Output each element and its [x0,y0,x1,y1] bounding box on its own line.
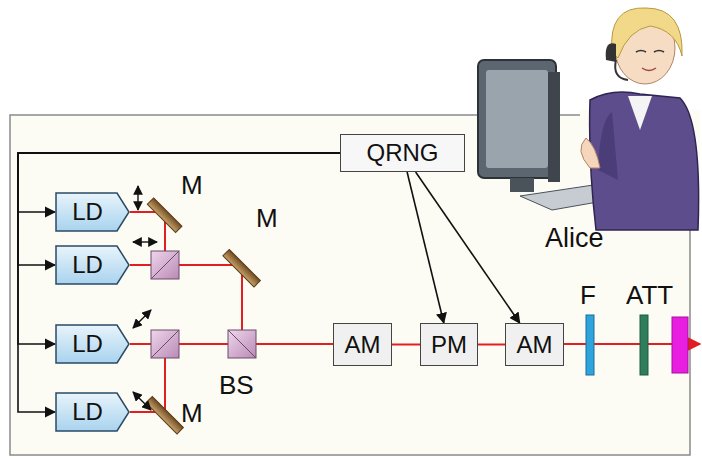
optical-beam [478,344,505,346]
modulator-box: AM [505,323,564,366]
node-text: LD [72,200,113,224]
control-line [18,153,340,412]
part-label: M [181,400,203,426]
node-text: LD [72,332,113,356]
rng-box: QRNG [340,134,465,172]
laser-diode: LD [55,324,130,364]
node-text: PM [431,333,467,357]
laser-diode: LD [55,192,130,232]
laser-diode: LD [55,245,130,285]
control-line [416,172,520,323]
filter-plate [586,315,594,375]
node-text: LD [72,400,113,424]
part-label: F [580,282,596,308]
optical-beam [392,344,420,346]
node-text: AM [345,333,381,357]
adjustment-arrows [133,186,157,410]
housing [10,115,690,455]
part-label: M [256,205,278,231]
attenuator-plate [640,315,648,375]
laser-beams [130,212,700,412]
laser-diode: LD [55,392,130,432]
alice-figure [478,8,700,230]
part-label: ATT [626,282,673,308]
control-line [18,153,340,344]
node-text: AM [517,333,553,357]
control-line [407,172,444,323]
output-port [672,317,688,373]
modulator-box: AM [333,323,392,366]
part-label: Alice [545,225,604,252]
part-label: BS [219,372,254,398]
part-label: M [181,172,203,198]
mirrors [146,198,260,434]
beam-splitter-cubes [151,251,256,358]
modulator-box: PM [420,323,478,366]
node-text: QRNG [367,141,439,165]
node-text: LD [72,253,113,277]
